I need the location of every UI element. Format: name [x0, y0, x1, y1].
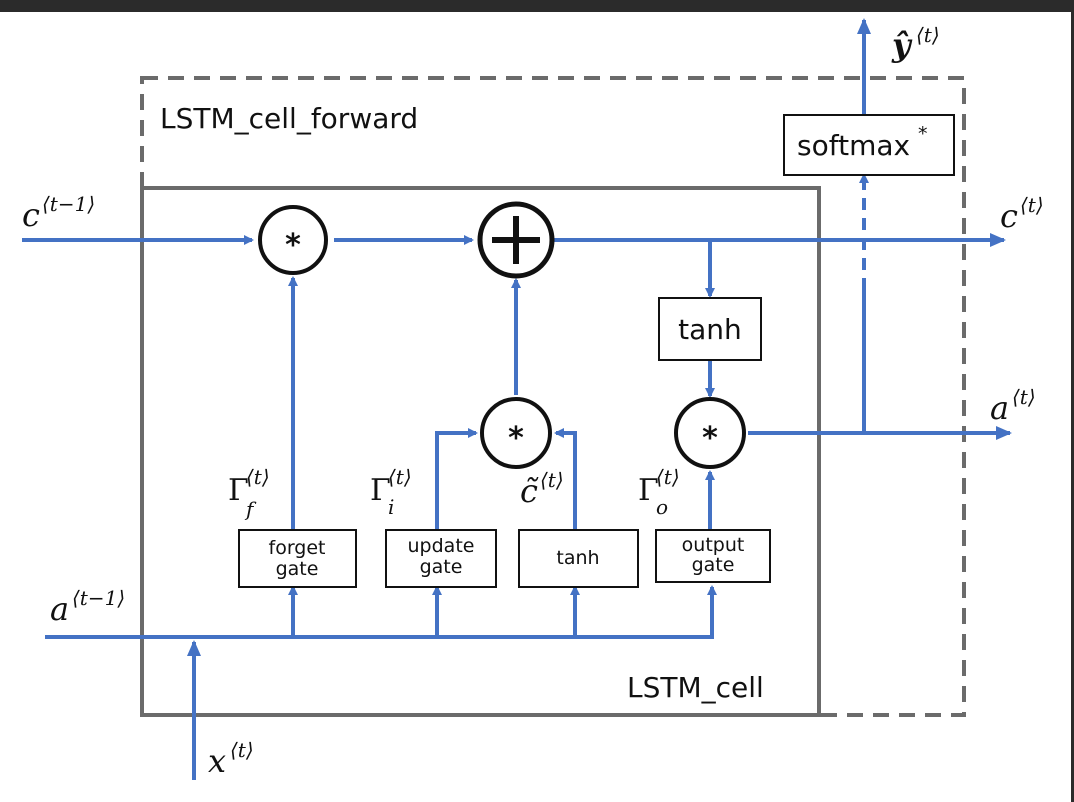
svg-text:o: o: [656, 495, 668, 519]
svg-text:ŷ: ŷ: [891, 26, 913, 64]
forget-gate-box: forget gate: [238, 529, 357, 588]
forget-multiply-node: *: [258, 205, 328, 275]
svg-text:⟨t⟩: ⟨t⟩: [1012, 385, 1036, 409]
svg-text:⟨t⟩: ⟨t⟩: [656, 465, 680, 489]
svg-text:a: a: [50, 590, 69, 628]
update-gate-line1: update: [408, 535, 475, 557]
svg-text:⟨t−1⟩: ⟨t−1⟩: [42, 192, 95, 216]
label-gamma-o: Γ ⟨t⟩ o: [638, 465, 680, 519]
lstm-cell-label: LSTM_cell: [627, 671, 764, 704]
label-c-prev: c ⟨t−1⟩: [22, 192, 95, 234]
arrow-update-gate-up: [435, 428, 478, 530]
output-multiply-node: *: [674, 397, 746, 469]
forget-gate-line2: gate: [276, 558, 319, 580]
output-gate-box: output gate: [655, 529, 771, 583]
svg-text:c: c: [1000, 197, 1018, 235]
update-gate-line2: gate: [420, 556, 463, 578]
softmax-superscript: *: [918, 123, 928, 145]
add-node: [477, 201, 555, 279]
lstm-cell-box: [140, 186, 821, 717]
svg-text:⟨t⟩: ⟨t⟩: [540, 468, 564, 492]
forget-multiply-symbol: *: [285, 228, 301, 263]
tanh-top-label: tanh: [678, 313, 742, 346]
output-gate-line1: output: [682, 534, 745, 556]
candidate-tanh-label: tanh: [556, 547, 599, 569]
label-c-t: c ⟨t⟩: [1000, 193, 1044, 235]
svg-text:⟨t⟩: ⟨t⟩: [246, 465, 270, 489]
label-a-t: a ⟨t⟩: [990, 385, 1036, 427]
svg-text:⟨t⟩: ⟨t⟩: [230, 738, 254, 762]
svg-text:⟨t−1⟩: ⟨t−1⟩: [72, 586, 125, 610]
label-x-t: x ⟨t⟩: [208, 738, 254, 780]
output-gate-line2: gate: [692, 554, 735, 576]
svg-text:⟨t⟩: ⟨t⟩: [388, 465, 412, 489]
svg-text:x: x: [208, 742, 226, 780]
svg-text:c: c: [22, 196, 40, 234]
svg-text:i: i: [388, 495, 394, 519]
svg-text:f: f: [244, 497, 257, 521]
label-a-prev: a ⟨t−1⟩: [50, 586, 125, 628]
output-multiply-symbol: *: [702, 421, 718, 456]
svg-text:a: a: [990, 389, 1009, 427]
input-multiply-node: *: [480, 397, 552, 469]
svg-text:c̃: c̃: [520, 472, 539, 510]
forget-gate-line1: forget: [269, 537, 326, 559]
lstm-cell-forward-label: LSTM_cell_forward: [160, 102, 418, 135]
top-frame-bar: [0, 0, 1074, 12]
svg-text:Γ: Γ: [370, 473, 391, 508]
label-gamma-f: Γ ⟨t⟩ f: [228, 465, 270, 521]
label-c-tilde: c̃ ⟨t⟩: [520, 468, 564, 510]
tanh-top-box: tanh: [658, 297, 762, 361]
label-gamma-i: Γ ⟨t⟩ i: [370, 465, 412, 519]
svg-text:⟨t⟩: ⟨t⟩: [1020, 193, 1044, 217]
softmax-label: softmax: [797, 129, 910, 162]
label-y-hat: ŷ ⟨t⟩: [891, 23, 940, 64]
update-gate-box: update gate: [385, 529, 497, 588]
right-frame-bar: [1071, 0, 1074, 802]
svg-text:Γ: Γ: [638, 473, 659, 508]
softmax-box: softmax *: [783, 114, 955, 176]
svg-text:⟨t⟩: ⟨t⟩: [916, 23, 940, 47]
svg-text:Γ: Γ: [228, 473, 249, 508]
input-multiply-symbol: *: [508, 421, 524, 456]
arrow-candidate-up: [554, 428, 577, 530]
candidate-tanh-box: tanh: [518, 529, 639, 588]
